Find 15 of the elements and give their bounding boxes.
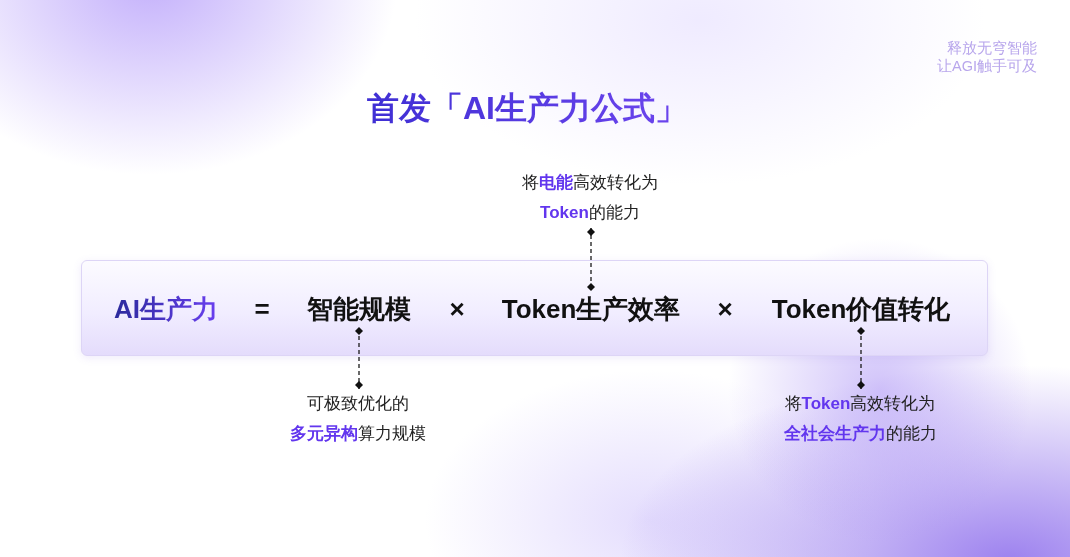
callout-text: 将Token高效转化为全社会生产力的能力 — [779, 389, 941, 449]
multiply-sign: × — [449, 293, 465, 326]
formula-term: Token价值转化 — [771, 291, 951, 327]
callout-text: 将电能高效转化为Token的能力 — [509, 168, 671, 228]
leader-line — [355, 326, 363, 390]
leader-line — [857, 326, 865, 390]
slogan-text: 释放无穹智能 — [947, 39, 1037, 57]
formula-bar — [81, 260, 988, 356]
equals-sign: = — [254, 293, 270, 326]
formula-term: Token生产效率 — [501, 291, 681, 327]
multiply-sign: × — [717, 293, 733, 326]
slogan-text: 让AGI触手可及 — [937, 57, 1037, 75]
formula-term: 智能规模 — [307, 291, 411, 327]
callout-text: 可极致优化的多元异构算力规模 — [277, 389, 439, 449]
leader-line — [587, 227, 595, 292]
